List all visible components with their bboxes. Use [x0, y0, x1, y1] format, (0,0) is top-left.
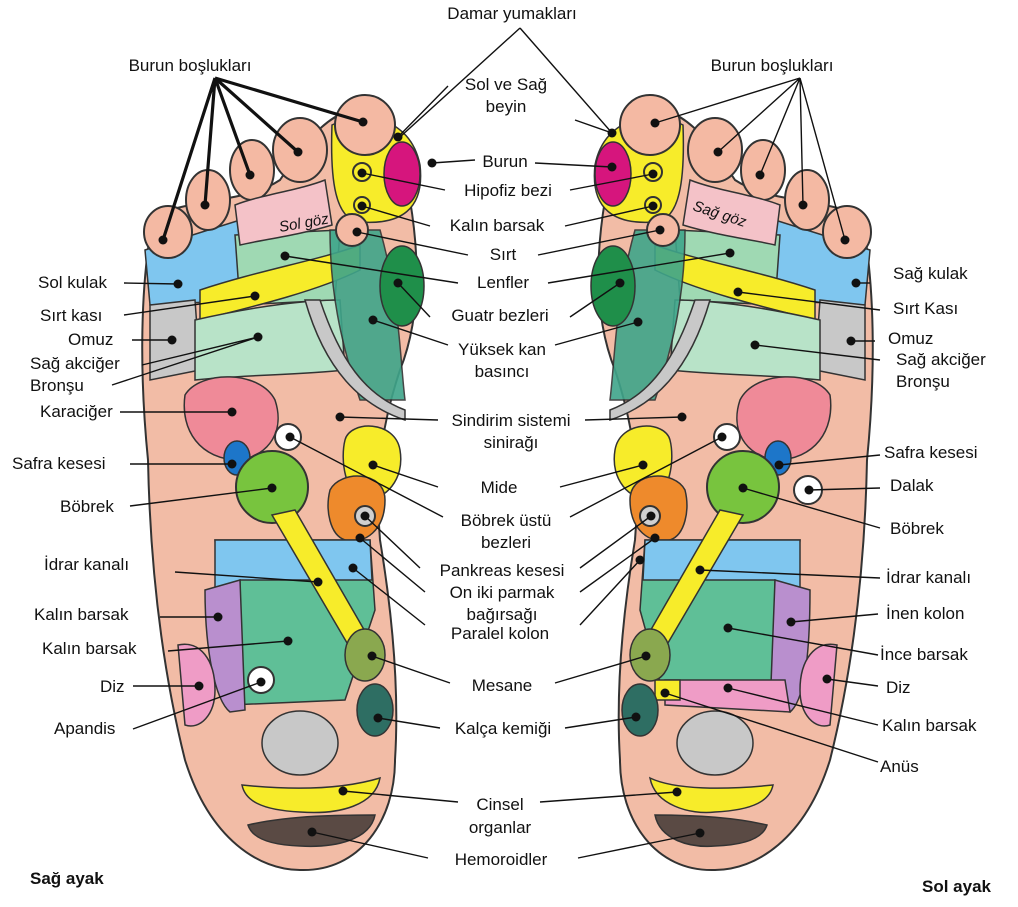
right-foot-bladder	[345, 629, 385, 681]
label-cinsel-2: organlar	[469, 818, 531, 838]
label-sag-ayak: Sağ ayak	[30, 869, 104, 889]
label-omuz-left: Omuz	[68, 330, 113, 350]
label-on-iki-1: On iki parmak	[450, 583, 555, 603]
right-foot-thyroid	[380, 246, 424, 326]
label-yuksek-kan-1: Yüksek kan	[458, 340, 546, 360]
label-pankreas-kesesi: Pankreas kesesi	[440, 561, 565, 581]
label-paralel-kolon: Paralel kolon	[451, 624, 549, 644]
left-foot-toe-1	[620, 95, 680, 155]
label-burun-bosluklari-left: Burun boşlukları	[129, 56, 252, 76]
label-bobrek-right: Böbrek	[890, 519, 944, 539]
label-burun: Burun	[482, 152, 527, 172]
label-cinsel-1: Cinsel	[476, 795, 523, 815]
left-foot-nose-zone	[595, 142, 631, 206]
label-kalin-barsak-right: Kalın barsak	[882, 716, 977, 736]
label-kalca-kemigi: Kalça kemiği	[455, 719, 551, 739]
label-burun-bosluklari-right: Burun boşlukları	[711, 56, 834, 76]
label-kalin-barsak-top: Kalın barsak	[450, 216, 545, 236]
label-sol-ayak: Sol ayak	[922, 877, 991, 897]
label-bobrek-left: Böbrek	[60, 497, 114, 517]
label-sirt: Sırt	[490, 245, 516, 265]
label-safra-kesesi-left: Safra kesesi	[12, 454, 106, 474]
label-idrar-kanali-right: İdrar kanalı	[886, 568, 971, 588]
label-sag-akciger-right-1: Sağ akciğer	[896, 350, 986, 370]
label-sol-kulak: Sol kulak	[38, 273, 107, 293]
label-idrar-kanali-left: İdrar kanalı	[44, 555, 129, 575]
label-mide: Mide	[481, 478, 518, 498]
label-karaciger: Karaciğer	[40, 402, 113, 422]
label-dalak: Dalak	[890, 476, 933, 496]
label-kalin-barsak-left-1: Kalın barsak	[34, 605, 129, 625]
label-safra-kesesi-right: Safra kesesi	[884, 443, 978, 463]
label-diz-right: Diz	[886, 678, 911, 698]
label-damar-yumaklari: Damar yumakları	[447, 4, 576, 24]
right-foot-toe-3	[230, 140, 274, 200]
label-sag-akciger-left-1: Sağ akciğer	[30, 354, 120, 374]
label-sol-sag-beyin-1: Sol ve Sağ	[465, 75, 547, 95]
left-foot-hip	[622, 684, 658, 736]
right-foot-nose-zone	[384, 142, 420, 206]
left-foot-toe-4	[785, 170, 829, 230]
label-sindirim-1: Sindirim sistemi	[451, 411, 570, 431]
label-bobrek-ustu-2: bezleri	[481, 533, 531, 553]
right-foot-toe-5	[144, 206, 192, 258]
label-guatr-bezleri: Guatr bezleri	[451, 306, 548, 326]
left-foot-shoulder-zone	[815, 300, 865, 380]
right-foot-hip	[357, 684, 393, 736]
left-foot-toe-5	[823, 206, 871, 258]
label-kalin-barsak-left-2: Kalın barsak	[42, 639, 137, 659]
right-foot-back-point	[336, 214, 368, 246]
label-mesane: Mesane	[472, 676, 532, 696]
left-foot-toe-3	[741, 140, 785, 200]
label-diz-left: Diz	[100, 677, 125, 697]
label-sol-sag-beyin-2: beyin	[486, 97, 527, 117]
left-foot-thyroid	[591, 246, 635, 326]
label-omuz-right: Omuz	[888, 329, 933, 349]
left-foot-heel-grey	[677, 711, 753, 775]
label-hemoroidler: Hemoroidler	[455, 850, 548, 870]
label-sirt-kasi-left: Sırt kası	[40, 306, 102, 326]
label-apandis: Apandis	[54, 719, 115, 739]
label-yuksek-kan-2: basıncı	[475, 362, 530, 382]
label-lenfler: Lenfler	[477, 273, 529, 293]
label-anus: Anüs	[880, 757, 919, 777]
label-bobrek-ustu-1: Böbrek üstü	[461, 511, 552, 531]
label-inen-kolon: İnen kolon	[886, 604, 964, 624]
right-foot-heel-grey	[262, 711, 338, 775]
left-foot-drawing: Sağ göz	[591, 95, 873, 870]
label-sirt-kasi-right: Sırt Kası	[893, 299, 958, 319]
label-sag-kulak: Sağ kulak	[893, 264, 968, 284]
label-ince-barsak: İnce barsak	[880, 645, 968, 665]
label-sindirim-2: sinirağı	[484, 433, 539, 453]
label-sag-akciger-right-2: Bronşu	[896, 372, 950, 392]
label-sag-akciger-left-2: Bronşu	[30, 376, 84, 396]
label-on-iki-2: bağırsağı	[467, 605, 538, 625]
label-hipofiz-bezi: Hipofiz bezi	[464, 181, 552, 201]
